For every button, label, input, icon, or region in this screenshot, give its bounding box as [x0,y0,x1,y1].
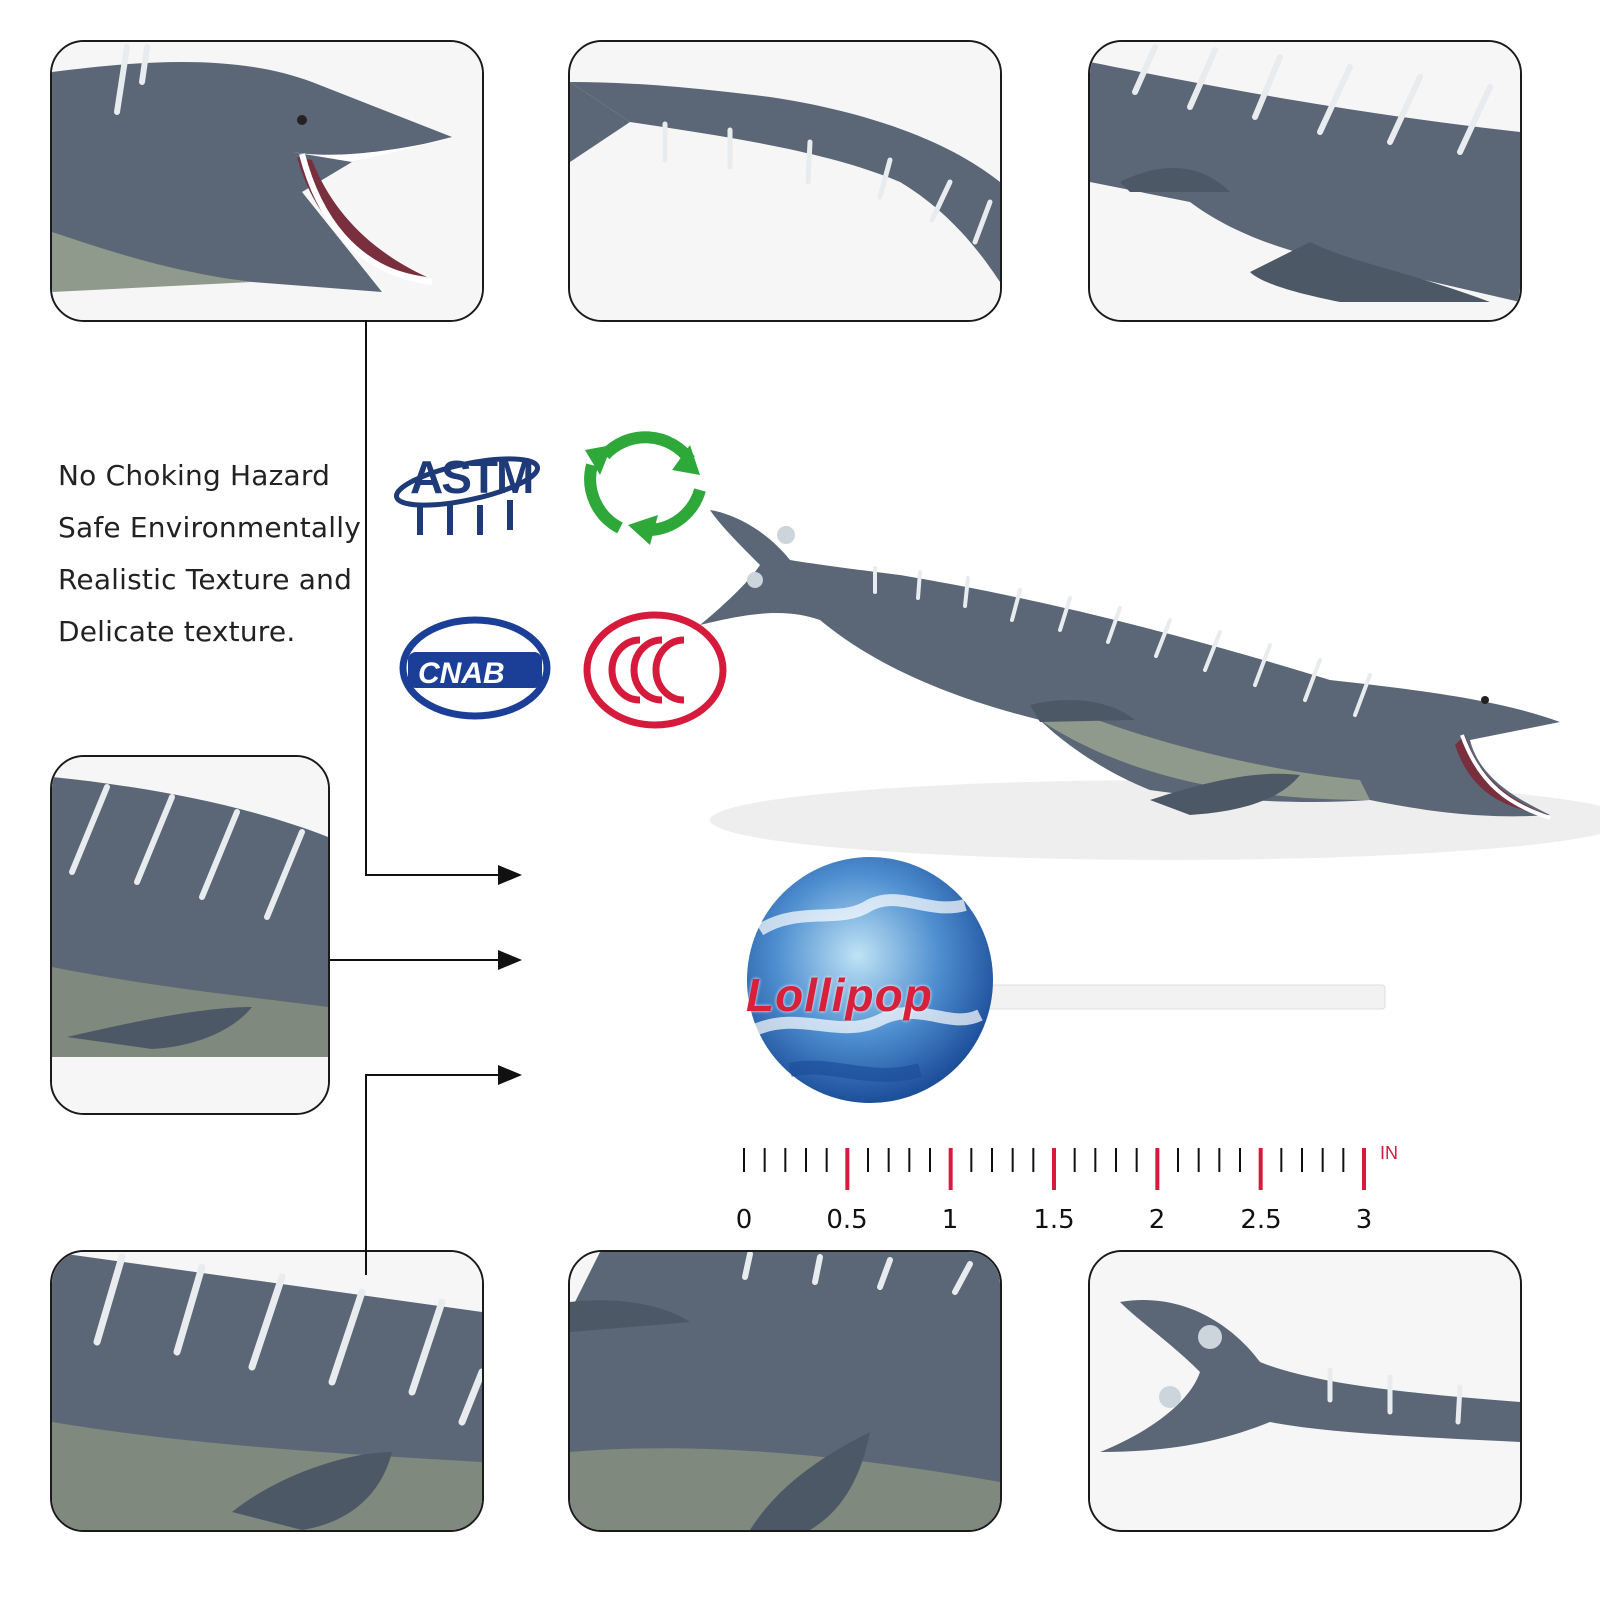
cnab-logo [399,616,551,720]
ruler-label: 1 [941,1205,959,1235]
astm-logo [393,456,541,535]
whale-fluke-image [1090,1252,1520,1530]
ruler-unit: IN [1380,1143,1398,1163]
ruler [743,1148,1366,1190]
whale-tail-stock-image [570,42,1000,320]
feature-item: No Choking Hazard [58,459,331,492]
closeup-panel-tail-stock [568,40,1002,322]
ruler-label: 0 [735,1205,753,1235]
recycle-icon [584,431,706,545]
feature-list: No Choking Hazard Safe Environmentally R… [58,450,361,658]
closeup-panel-side [50,755,330,1115]
ruler-label: 3 [1355,1205,1373,1235]
whale-back-image [52,1252,482,1530]
feature-item: Realistic Texture and [58,563,353,596]
ccc-logo [583,611,727,729]
whale-side-image [52,757,328,1113]
whale-belly-image [570,1252,1000,1530]
closeup-panel-head [50,40,484,322]
closeup-panel-back [50,1250,484,1532]
closeup-panel-belly [568,1250,1002,1532]
closeup-panel-flipper [1088,40,1522,322]
whale-flipper-image [1090,42,1520,320]
closeup-panel-fluke [1088,1250,1522,1532]
ruler-label: 0.5 [826,1205,868,1235]
ruler-label: 1.5 [1033,1205,1075,1235]
whale-head-image [52,42,482,320]
connector-lines [330,320,522,1275]
lollipop-label: Lollipop [746,969,933,1021]
astm-logo-text: ASTM [410,451,534,503]
ruler-label: 2 [1148,1205,1166,1235]
feature-item: Safe Environmentally [58,511,361,544]
lollipop-image [747,857,1386,1103]
ruler-label: 2.5 [1240,1205,1282,1235]
cnab-logo-text: CNAB [418,657,505,690]
feature-item: Delicate texture. [58,615,296,648]
whale-figure [700,510,1600,860]
